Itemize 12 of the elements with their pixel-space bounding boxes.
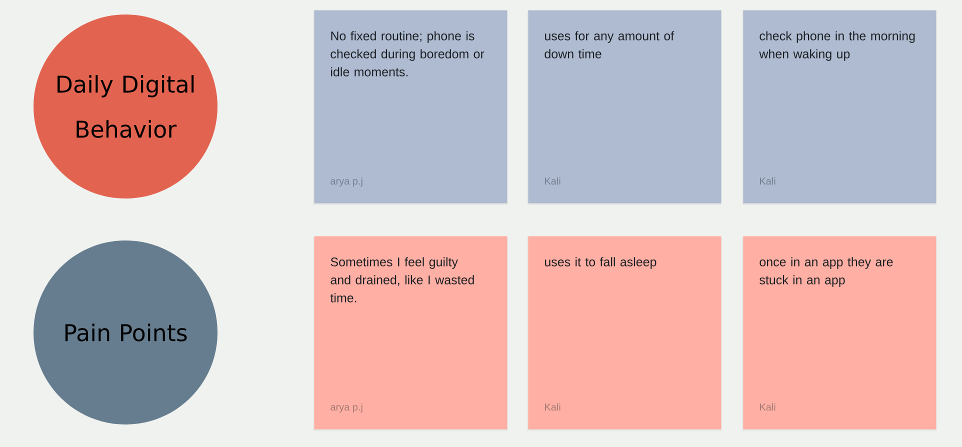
author-name: arya p.j: [330, 403, 362, 413]
note-text: Sometimes I feel guilty and drained, like I wasted time.: [330, 257, 474, 302]
note-text: uses it to fall asleep: [545, 257, 656, 269]
author-name: Kali: [545, 403, 560, 411]
note-text: No fixed routine; phone is checked during boredom or idle moments.: [330, 31, 484, 76]
author-name: Kali: [760, 177, 776, 185]
author-name: arya p.j: [330, 177, 362, 187]
note-text: check phone in the morning when waking up: [759, 31, 915, 61]
note-text: uses for any amount of down time: [544, 31, 674, 58]
note-text: once in an app they are stuck in an app: [760, 257, 893, 287]
author-name: Kali: [545, 177, 560, 185]
author-name: Kali: [760, 403, 776, 411]
